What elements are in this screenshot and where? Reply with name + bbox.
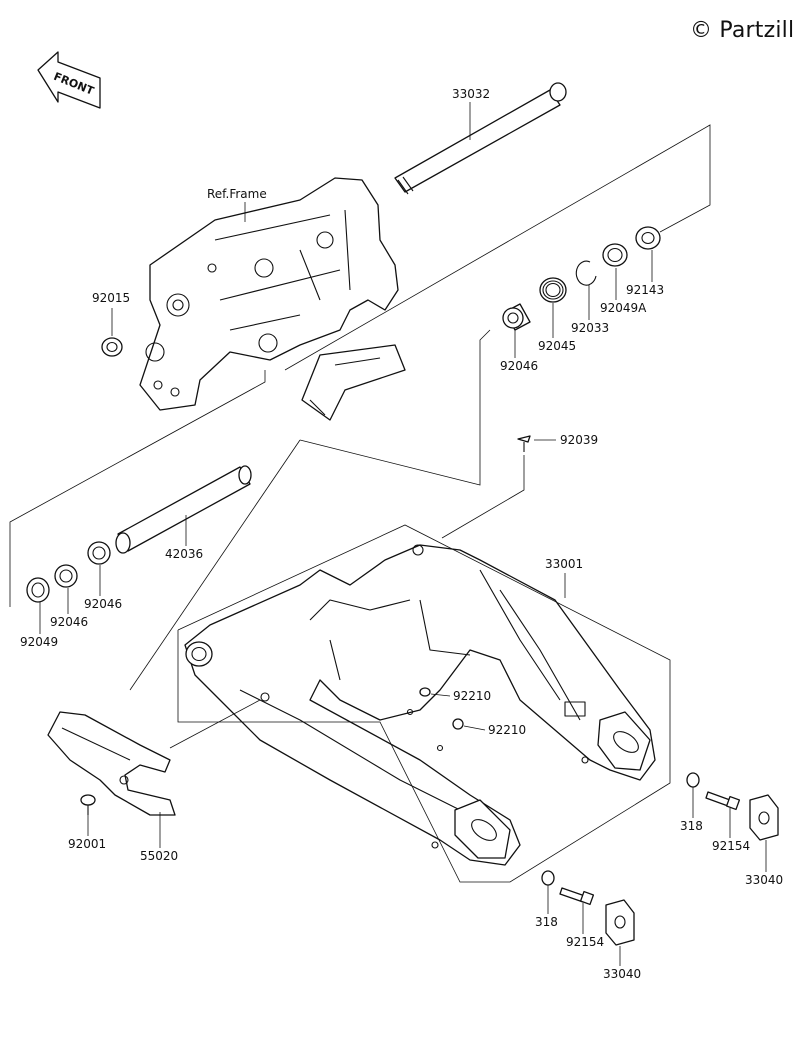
block-33040-a-icon (749, 794, 779, 841)
screw-92001-icon (80, 794, 96, 815)
part-label-33040-a: 33040 (745, 873, 783, 887)
frame-icon (139, 177, 406, 421)
bolt-92154-b-icon (559, 887, 595, 906)
ref-frame-label: Ref.Frame (207, 187, 267, 201)
part-label-55020: 55020 (140, 849, 178, 863)
swingarm-33001-icon (184, 544, 656, 866)
bolt-92154-a-icon (705, 791, 741, 811)
collar-92015-icon (101, 337, 123, 357)
watermark: © Partzill (690, 18, 795, 43)
part-label-318-b: 318 (535, 915, 558, 929)
part-label-92154-a: 92154 (712, 839, 750, 853)
ball-bearing-92045-icon (539, 277, 567, 303)
needle-bearing-92046-top-icon (502, 303, 531, 331)
part-label-92045: 92045 (538, 339, 576, 353)
chain-guard-55020-icon (47, 711, 176, 816)
part-label-92033: 92033 (571, 321, 609, 335)
part-label-33040-b: 33040 (603, 967, 641, 981)
needle-bearing-92046-mid-icon (87, 541, 111, 565)
part-label-92049: 92049 (20, 635, 58, 649)
nut-318-b-icon (541, 870, 555, 886)
seal-92049A-icon (602, 243, 628, 267)
part-label-92039: 92039 (560, 433, 598, 447)
part-label-92046-low: 92046 (50, 615, 88, 629)
grease-nipple-92039-icon (517, 435, 531, 452)
nut-318-a-icon (686, 772, 700, 788)
part-label-92143: 92143 (626, 283, 664, 297)
needle-bearing-92046-low-icon (54, 564, 78, 588)
block-33040-b-icon (605, 899, 635, 946)
part-label-92015: 92015 (92, 291, 130, 305)
sleeve-42036-icon (115, 465, 252, 554)
part-label-92154-b: 92154 (566, 935, 604, 949)
part-label-92046-top: 92046 (500, 359, 538, 373)
seal-92049-icon (26, 577, 50, 603)
part-label-42036: 42036 (165, 547, 203, 561)
part-label-92046-mid: 92046 (84, 597, 122, 611)
part-label-92210-a: 92210 (453, 689, 491, 703)
circlip-92033-icon (575, 260, 597, 286)
part-label-33001: 33001 (545, 557, 583, 571)
bolt-92210-b-icon (452, 718, 464, 730)
pivot-shaft-icon (394, 82, 567, 195)
front-arrow-icon: FRONT (37, 51, 101, 109)
part-label-92049A: 92049A (600, 301, 647, 315)
part-label-318-a: 318 (680, 819, 703, 833)
part-label-92210-b: 92210 (488, 723, 526, 737)
collar-92143-icon (635, 226, 661, 250)
bolt-92210-a-icon (419, 687, 431, 697)
part-label-92001: 92001 (68, 837, 106, 851)
part-label-33032: 33032 (452, 87, 490, 101)
